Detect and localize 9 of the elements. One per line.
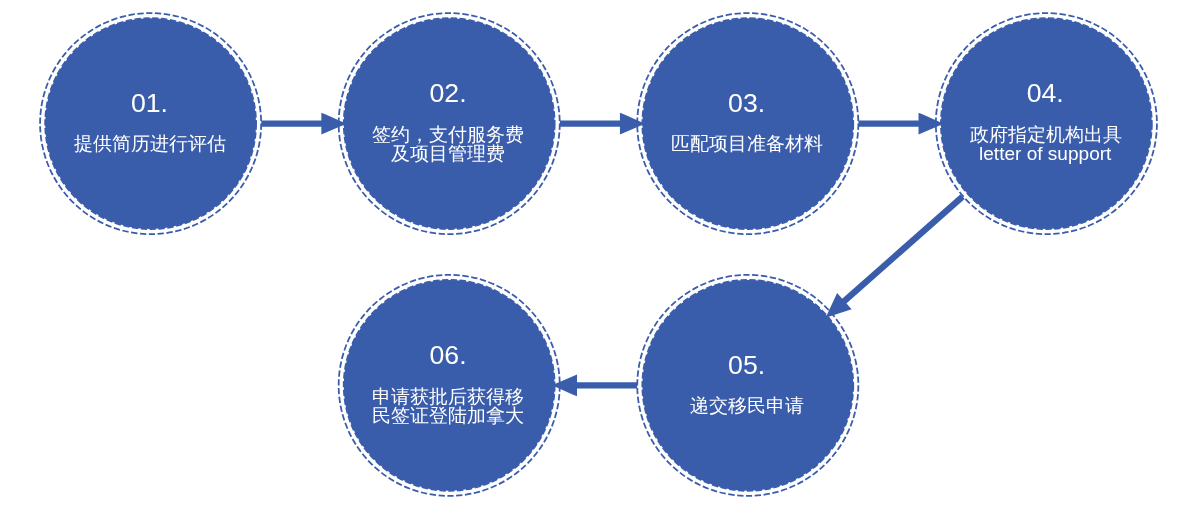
node-circle: 03. 匹配项目准备材料 xyxy=(636,12,860,236)
arrow xyxy=(825,194,965,318)
node-circle: 05. 递交移民申请 xyxy=(636,273,860,497)
arrow xyxy=(559,112,645,135)
arrow xyxy=(858,112,944,135)
node-circle: 06. 申请获批后获得移民签证登陆加拿大 xyxy=(337,273,561,497)
node-circle: 01. 提供简历进行评估 xyxy=(39,12,263,236)
node-circle: 04. 政府指定机构出具 letter of support xyxy=(934,12,1158,236)
node-circle: 02. 签约，支付服务费及项目管理费 xyxy=(337,12,561,236)
